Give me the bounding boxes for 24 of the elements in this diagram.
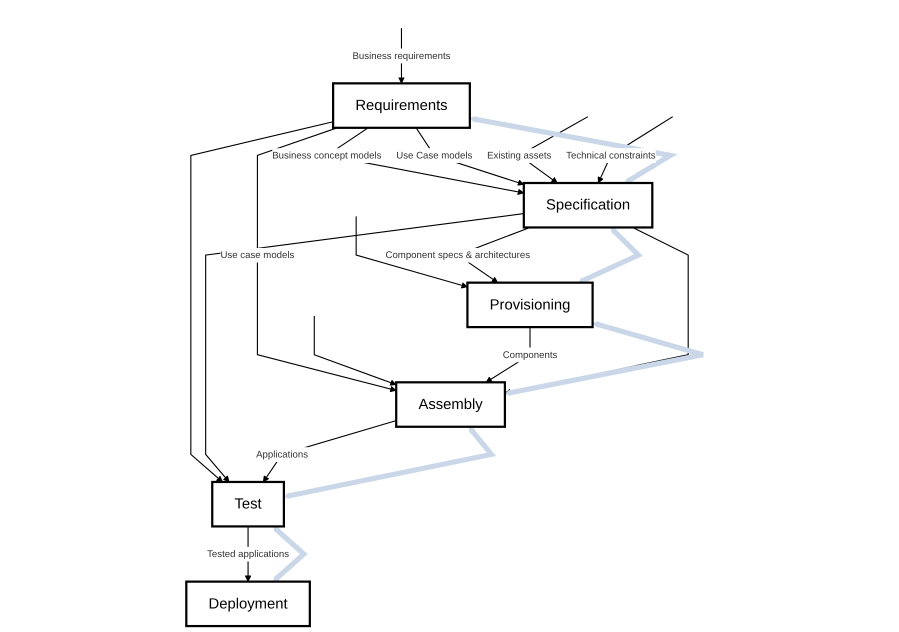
edge-label: Components (502, 348, 558, 360)
edge-label: Technical constraints (566, 150, 656, 161)
node-box: Specification (522, 182, 654, 229)
edge-label: Business requirements (352, 50, 450, 62)
edge-label: Use case models (220, 249, 294, 260)
arrow (504, 321, 706, 396)
node-box: Test (211, 480, 285, 528)
edge-label: Business concept models (272, 150, 382, 161)
arrow (314, 316, 396, 386)
arrow (284, 426, 496, 499)
edge-label: Component specs & architectures (385, 249, 530, 260)
node-box: Provisioning (466, 282, 594, 328)
arrow (256, 127, 396, 392)
arrow (272, 526, 308, 582)
edge-label: Tested applications (207, 548, 290, 560)
arrow (190, 121, 334, 482)
arrow (578, 227, 643, 284)
arrow (356, 216, 468, 288)
node-box: Deployment (185, 580, 311, 628)
node-box: Requirements (332, 82, 471, 129)
edge-label: Applications (256, 448, 308, 460)
edge-label: Existing assets (487, 150, 552, 161)
edge-label: Use Case models (396, 150, 472, 161)
node-box: Assembly (395, 381, 506, 428)
